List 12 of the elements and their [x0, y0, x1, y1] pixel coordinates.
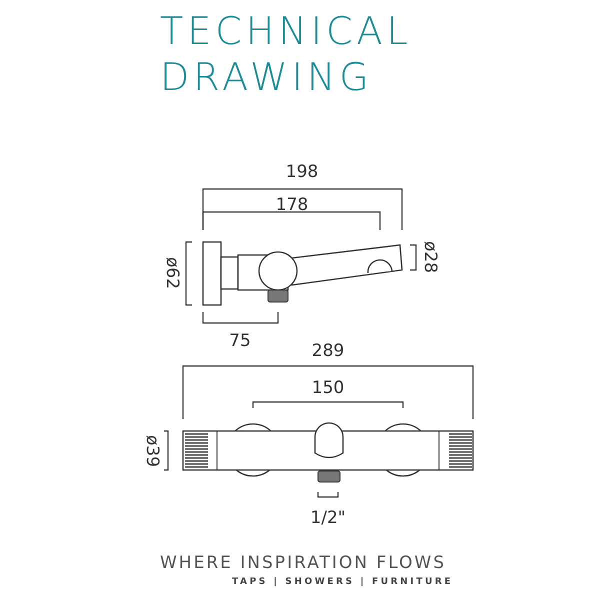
- dimension-label: ø62: [162, 256, 182, 290]
- tagline: WHERE INSPIRATION FLOWS: [160, 553, 446, 573]
- dimension-label: 289: [312, 341, 344, 361]
- dimension-label: ø39: [142, 434, 162, 468]
- dimension-label: ø28: [420, 240, 440, 274]
- dimension-label: 150: [312, 378, 344, 398]
- title: TECHNICAL DRAWING: [160, 8, 413, 100]
- category-line: TAPS | SHOWERS | FURNITURE: [232, 577, 454, 587]
- dimension-label: 198: [286, 162, 318, 182]
- dimension-label: 75: [229, 331, 251, 351]
- dimension-label: 1/2": [310, 508, 346, 528]
- dimension-label: 178: [276, 195, 308, 215]
